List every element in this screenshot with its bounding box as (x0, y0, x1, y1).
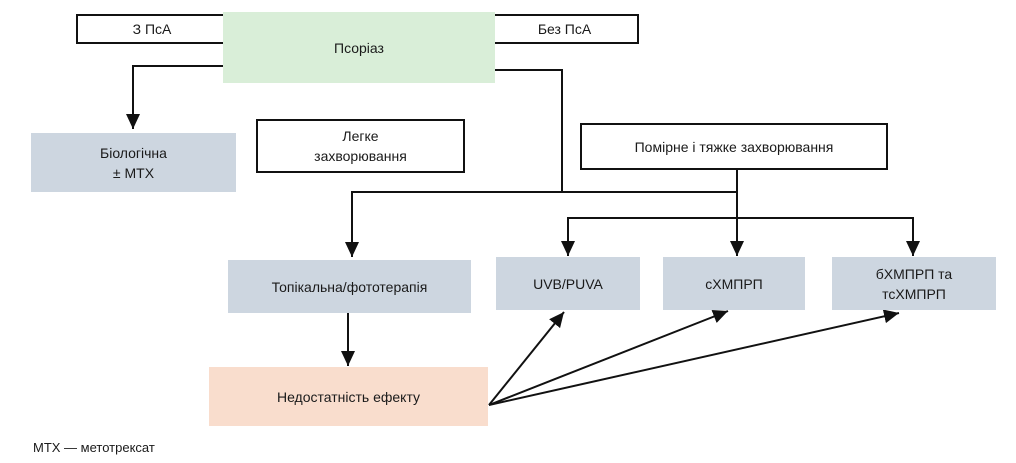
edge-to-topical (345, 191, 737, 257)
edge-inadequate-uvb (488, 311, 565, 406)
csdmard-node: сХМПРП (663, 257, 805, 310)
footnote: МТХ — метотрексат (33, 440, 155, 455)
moderate-severe-node: Помірне і тяжке захворювання (580, 123, 888, 170)
bdmard-tsdmard-node: бХМПРП та тсХМПРП (832, 257, 996, 310)
without-psa-node: Без ПсА (490, 14, 639, 44)
edge-psoriasis-right (494, 69, 563, 192)
bdmard-tsdmard-label: бХМПРП та тсХМПРП (875, 265, 953, 302)
csdmard-label: сХМПРП (705, 275, 763, 292)
topical-phototherapy-node: Топікальна/фототерапія (228, 260, 471, 313)
psoriasis-label: Псоріаз (334, 39, 384, 56)
uvb-puva-label: UVB/PUVA (533, 275, 603, 292)
psoriasis-node: Псоріаз (223, 12, 495, 83)
uvb-puva-node: UVB/PUVA (496, 257, 640, 310)
without-psa-label: Без ПсА (537, 21, 592, 37)
moderate-severe-label: Помірне і тяжке захворювання (634, 138, 834, 155)
inadequate-effect-label: Недостатність ефекту (276, 388, 421, 405)
biologic-node: Біологічна ± МТХ (31, 133, 236, 192)
with-psa-label: З ПсА (132, 21, 172, 37)
topical-phototherapy-label: Топікальна/фототерапія (271, 278, 428, 295)
mild-disease-label: Легке захворювання (314, 128, 407, 164)
mild-disease-node: Легке захворювання (256, 119, 465, 173)
edge-to-uvb (561, 217, 737, 256)
inadequate-effect-node: Недостатність ефекту (209, 367, 488, 426)
with-psa-node: З ПсА (76, 14, 228, 44)
edge-inadequate-csdmard (488, 309, 729, 406)
biologic-label: Біологічна ± МТХ (100, 144, 167, 181)
edge-to-bdmard (737, 217, 920, 256)
edge-psoriasis-biologic (126, 65, 225, 129)
edge-inadequate-bdmard (488, 309, 900, 406)
